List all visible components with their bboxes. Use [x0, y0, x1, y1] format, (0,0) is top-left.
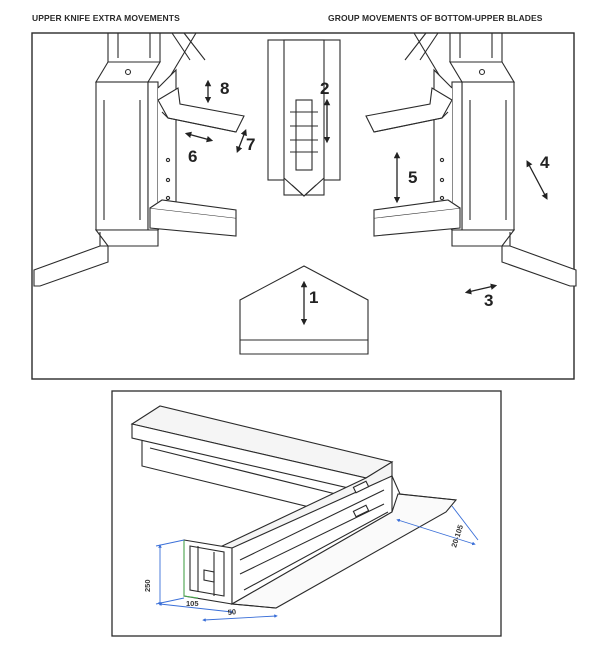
movement-label-3: 3: [484, 291, 493, 310]
movement-label-6: 6: [188, 147, 197, 166]
arrow-4: [526, 160, 548, 200]
dim-label-offset: 50: [227, 607, 236, 617]
header-upper-knife-extra-movements: UPPER KNIFE EXTRA MOVEMENTS: [32, 13, 180, 23]
movement-label-5: 5: [408, 168, 417, 187]
movement-label-1: 1: [309, 288, 318, 307]
profile-panel: 250 105 50 20-105: [111, 390, 502, 637]
movement-label-7: 7: [246, 135, 255, 154]
movement-label-2: 2: [320, 79, 329, 98]
profile-highlight-lines: [183, 540, 199, 599]
corner-profile: [130, 405, 458, 609]
arrow-6: [184, 131, 214, 143]
top-machine-panel: 8 6 7 2 5 4 3 1: [31, 32, 577, 380]
arrow-7: [236, 128, 247, 154]
dim-line-20-105: [396, 518, 476, 546]
dimension-lines: [155, 505, 479, 622]
dim-line-50: [202, 614, 278, 622]
center-upper-knife: [267, 39, 341, 197]
left-machine: [33, 32, 245, 287]
movement-label-4: 4: [540, 153, 550, 172]
movement-label-8: 8: [220, 79, 229, 98]
dim-label-height: 250: [143, 579, 152, 592]
dim-label-inner-width: 105: [186, 599, 199, 608]
right-machine: [365, 32, 577, 287]
header-group-movements-bottom-upper-blades: GROUP MOVEMENTS OF BOTTOM-UPPER BLADES: [328, 13, 543, 23]
dim-line-105: [158, 602, 234, 614]
arrow-3: [464, 283, 498, 295]
movement-arrows: [184, 79, 548, 326]
